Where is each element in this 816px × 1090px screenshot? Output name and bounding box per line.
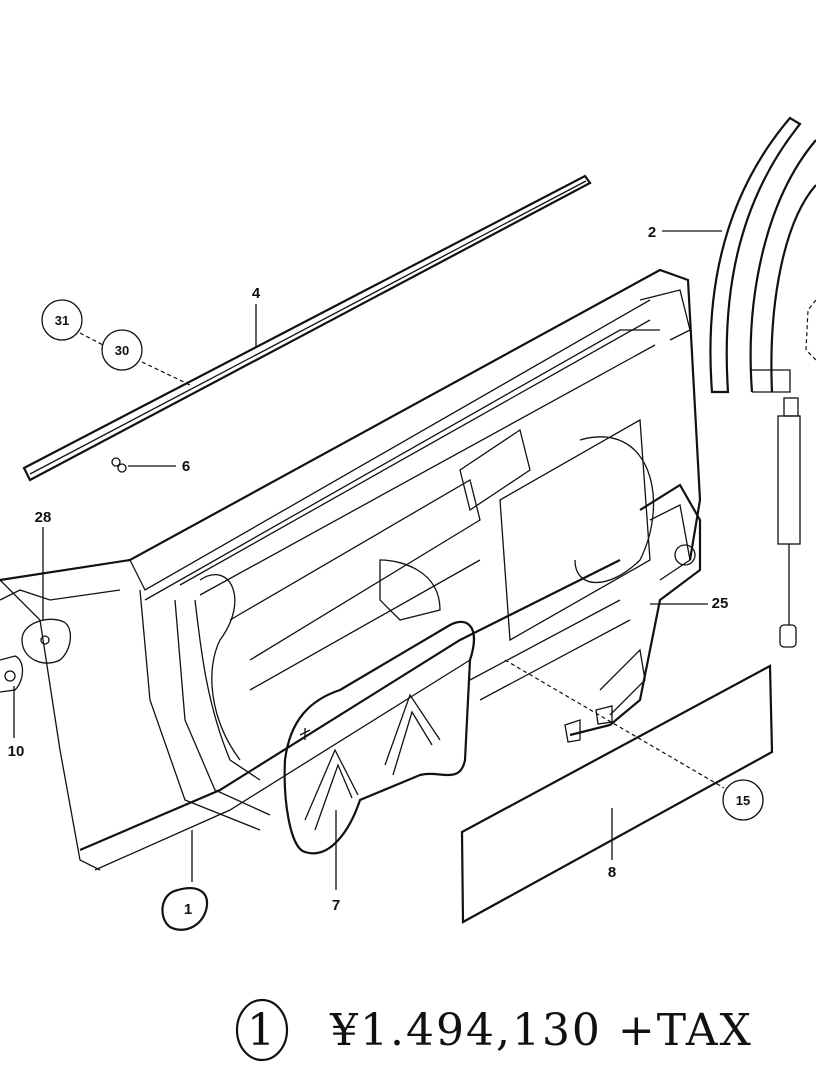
watershield-part	[283, 620, 475, 855]
clip-part-6	[111, 457, 127, 473]
annotation-price: ¥1.494,130 +TAX	[329, 1005, 753, 1056]
callout-circle-31	[41, 299, 83, 341]
callout-7: 7	[332, 897, 340, 914]
leader-lines	[13, 230, 725, 890]
callout-circle-30	[101, 329, 143, 371]
hinge-part-10	[0, 655, 24, 693]
callout-2: 2	[648, 224, 656, 241]
price-annotation: 1 ¥1.494,130 +TAX	[235, 998, 753, 1062]
callout-31: 31	[55, 313, 69, 328]
callout-10: 10	[8, 743, 25, 760]
annotation-number: 1	[247, 1005, 277, 1056]
callout-30: 30	[115, 343, 129, 358]
bracket-part-28	[21, 618, 71, 664]
window-regulator-part	[564, 483, 702, 743]
door-inner-panel	[0, 268, 702, 871]
callout-circle-15	[722, 779, 764, 821]
belt-weatherstrip-part	[22, 174, 592, 482]
callout-1: 1	[184, 901, 192, 918]
callout-8: 8	[608, 864, 616, 881]
callout-6: 6	[182, 458, 190, 475]
window-run-channel-part	[709, 116, 816, 394]
pad-part-8	[460, 664, 774, 924]
callout-25: 25	[712, 595, 729, 612]
gas-strut-part	[777, 299, 816, 648]
callout-15: 15	[736, 793, 750, 808]
annotation-circle	[235, 998, 289, 1062]
callout-4: 4	[252, 285, 261, 302]
callout-28: 28	[35, 509, 52, 526]
handdrawn-circle-1	[161, 887, 209, 931]
